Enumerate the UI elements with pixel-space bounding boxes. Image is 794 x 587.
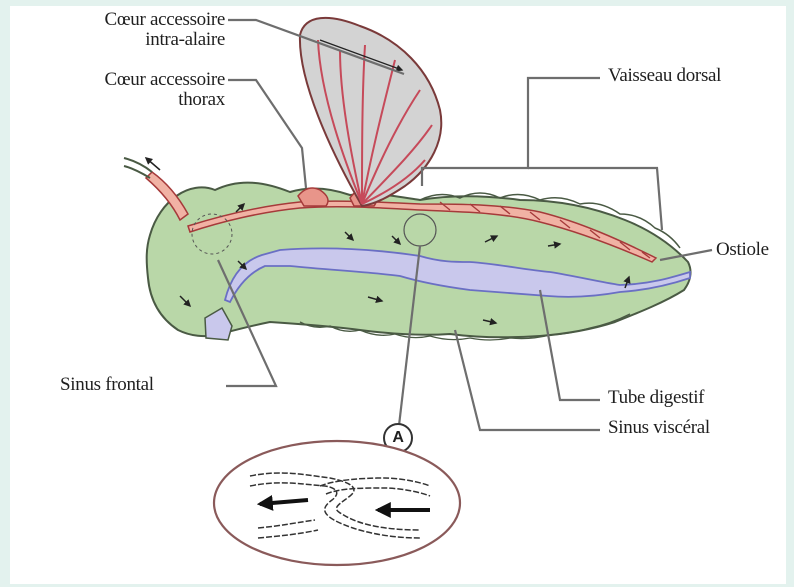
antenna [124,158,188,220]
label-coeur-thorax-line1: Cœur accessoire [20,70,225,90]
label-coeur-intra-alaire-line1: Cœur accessoire [20,10,225,30]
label-coeur-thorax: Cœur accessoire thorax [20,70,225,110]
label-sinus-frontal: Sinus frontal [60,375,154,395]
label-coeur-thorax-line2: thorax [20,90,225,110]
inset-marker-label: A [390,428,406,448]
label-coeur-intra-alaire-line2: intra-alaire [20,30,225,50]
inset-ostiole-detail [214,424,460,565]
label-coeur-intra-alaire: Cœur accessoire intra-alaire [20,10,225,50]
label-vaisseau-dorsal: Vaisseau dorsal [608,66,721,86]
label-ostiole: Ostiole [716,240,769,260]
label-tube-digestif: Tube digestif [608,388,704,408]
label-sinus-visceral: Sinus viscéral [608,418,710,438]
wing [300,18,441,206]
